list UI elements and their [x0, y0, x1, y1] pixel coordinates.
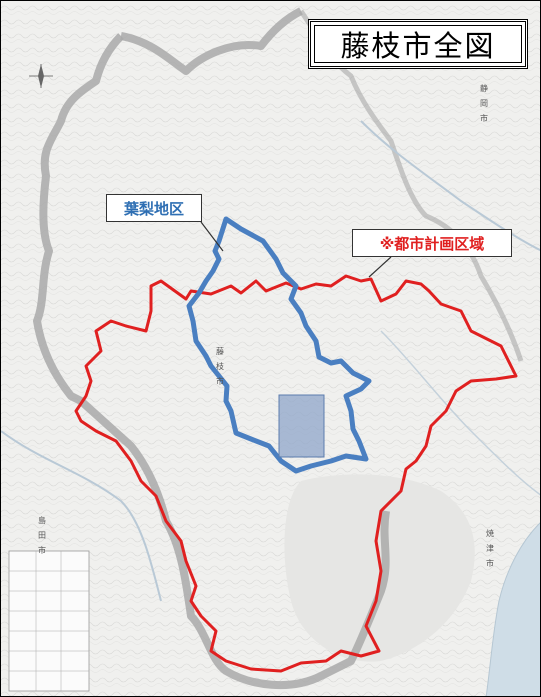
hanashi-district-label: 葉梨地区	[106, 194, 202, 222]
hanashi-boundary	[186, 216, 372, 474]
river	[1, 430, 162, 602]
river	[380, 330, 540, 496]
map-title: 藤枝市全図	[308, 19, 528, 69]
sea-area	[485, 522, 540, 696]
city-planning-leader-line	[368, 256, 392, 278]
municipal-boundary	[33, 33, 390, 689]
city-planning-area-label: ※都市計画区域	[352, 229, 512, 257]
compass-icon	[29, 64, 53, 88]
place-name-yaizu: 焼津市	[486, 529, 494, 568]
municipal-boundary-north	[120, 7, 303, 75]
highlight-area	[278, 394, 325, 458]
legend-table	[8, 550, 90, 692]
place-name-shimada: 島田市	[38, 516, 46, 555]
city-planning-boundary	[74, 274, 518, 673]
place-name-fujieda: 藤枝市	[216, 347, 224, 386]
municipal-boundary-east	[298, 9, 524, 362]
river	[360, 120, 540, 252]
hanashi-leader-line	[200, 221, 224, 252]
place-name-shizuoka: 静岡市	[480, 84, 488, 123]
